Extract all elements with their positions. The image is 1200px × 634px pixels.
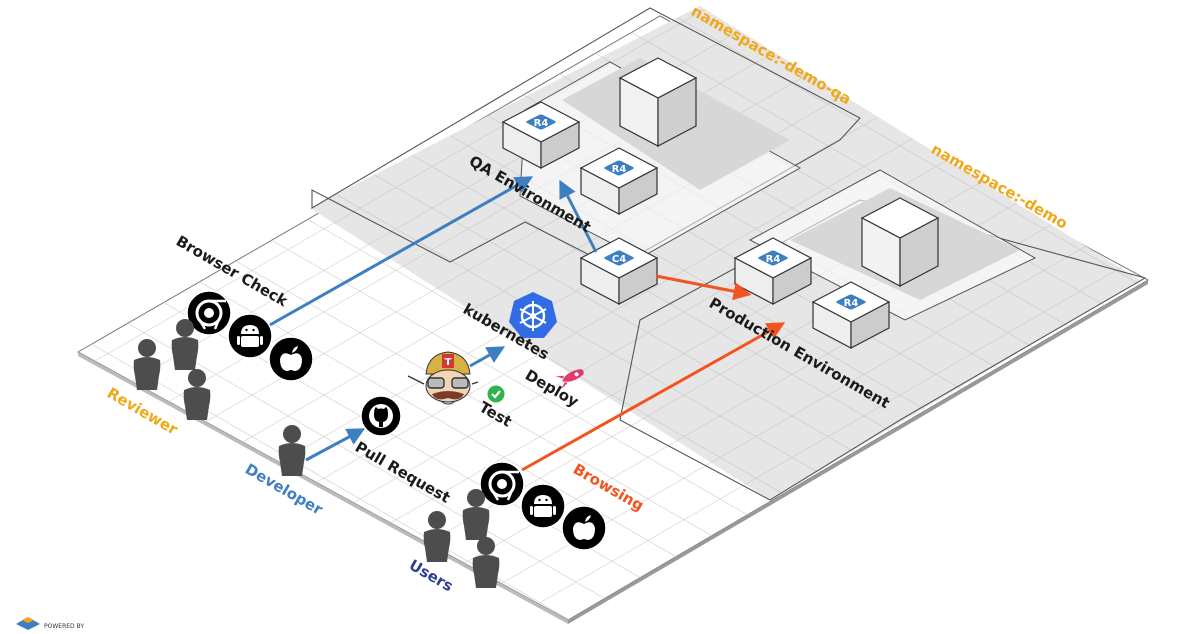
node-controller: C4: [579, 237, 659, 305]
node-prod-2: R4: [811, 281, 891, 349]
chrome-icon: [186, 290, 232, 336]
github-icon: [360, 395, 402, 437]
powered-by-text: POWERED BY: [44, 623, 84, 630]
prod-storage-cube: [860, 197, 940, 287]
node-chip-label: R4: [844, 298, 859, 309]
user-browsers: [479, 461, 607, 551]
node-qa-2: R4: [579, 147, 659, 215]
node-chip-label: C4: [612, 254, 626, 265]
node-qa-1: R4: [501, 101, 581, 169]
android-icon: [227, 313, 273, 359]
arrow-browser-check-to-qa: [267, 176, 534, 328]
cloudcraft-logo: [16, 617, 40, 630]
rocket-icon: [555, 369, 584, 390]
node-chip-label: R4: [766, 254, 781, 265]
svg-text:T: T: [445, 357, 452, 368]
arrow-controller-to-qa: [559, 179, 598, 253]
node-chip-label: R4: [534, 118, 549, 129]
arrow-test-to-kubernetes: [469, 346, 506, 368]
reviewer-browsers: [186, 290, 314, 382]
qa-storage-cube: [618, 57, 698, 147]
apple-icon: [561, 505, 607, 551]
kubernetes-icon: [509, 292, 557, 338]
android-icon: [520, 483, 566, 529]
check-icon: [487, 385, 505, 403]
arrow-controller-to-prod: [655, 274, 752, 301]
node-chip-label: R4: [612, 164, 627, 175]
jenkins-icon: T: [407, 351, 479, 405]
apple-icon: [268, 336, 314, 382]
powered-by-badge: POWERED BY: [16, 617, 84, 630]
node-prod-1: R4: [733, 237, 813, 305]
arrow-pull-request: [305, 428, 366, 462]
arrow-browsing-to-prod: [521, 322, 786, 472]
connectors: [267, 176, 786, 472]
chrome-icon: [479, 461, 525, 507]
